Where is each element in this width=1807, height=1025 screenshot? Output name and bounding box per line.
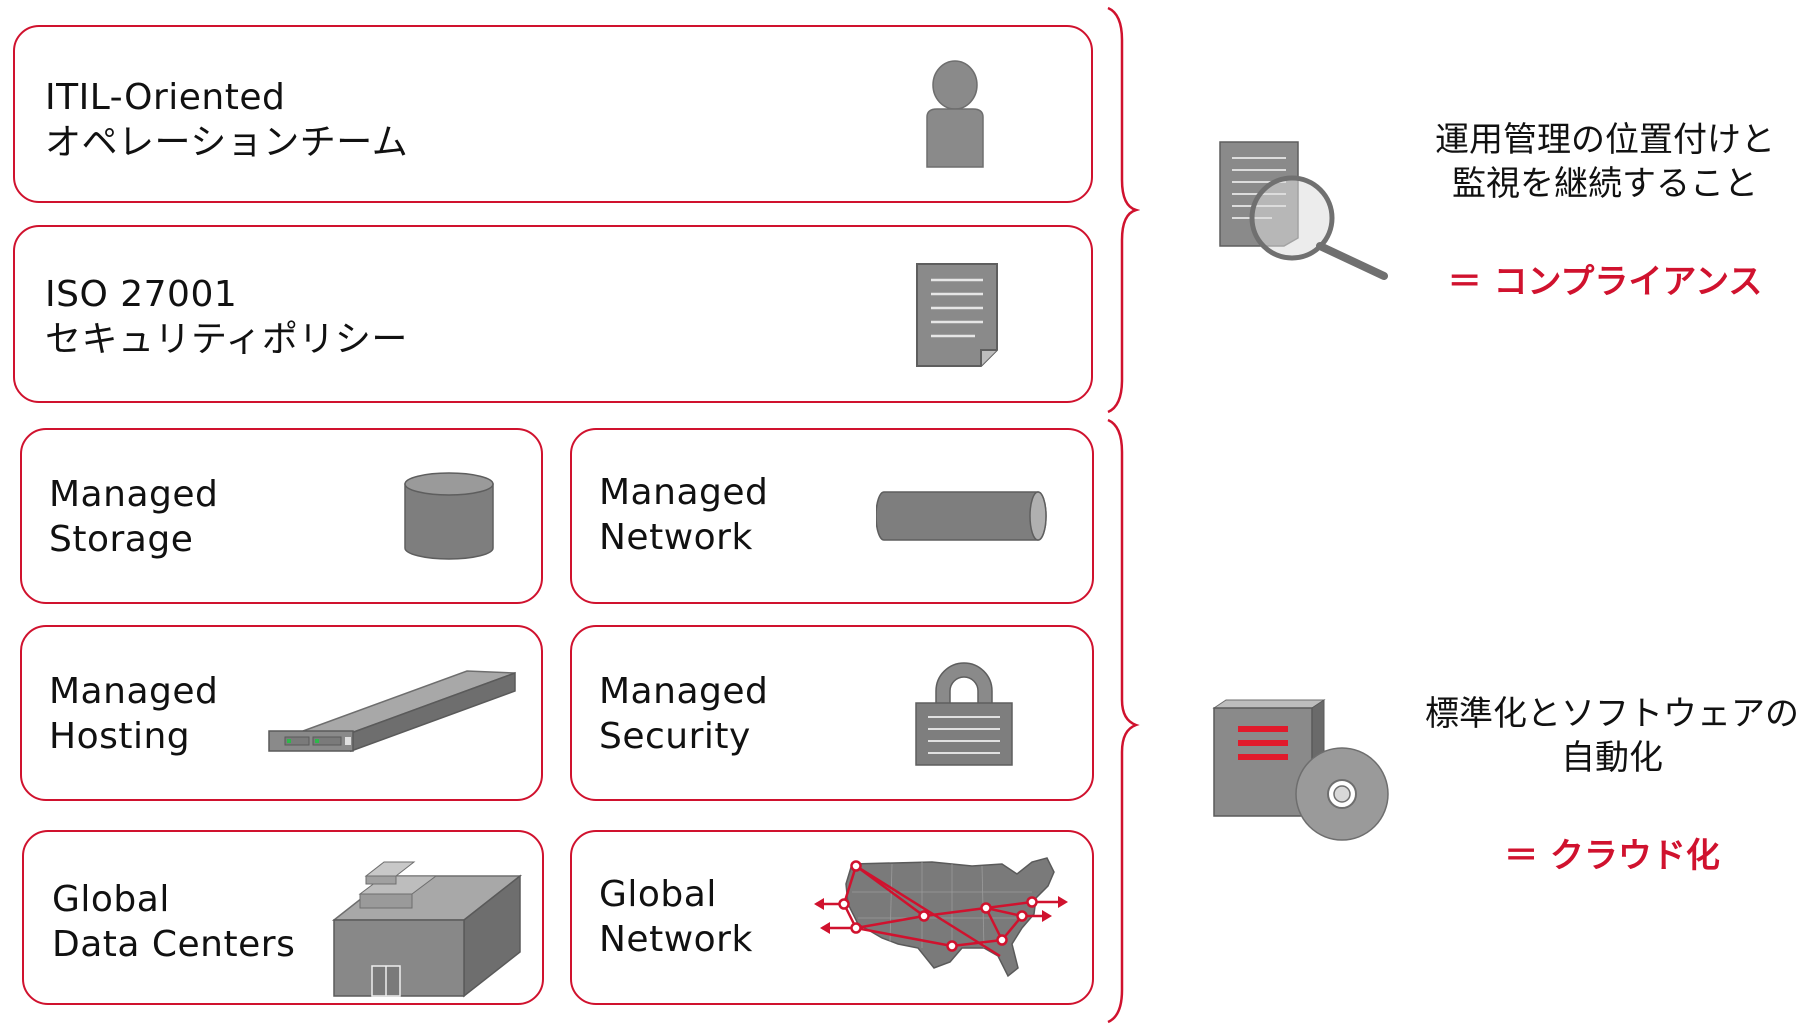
software-box-cd-icon	[1210, 698, 1390, 848]
card-managed-network: Managed Network	[570, 428, 1094, 604]
pipe-icon	[876, 490, 1048, 542]
card-label-line1: Managed	[49, 671, 219, 712]
card-label: Managed Hosting	[49, 669, 218, 759]
cloud-equals: ＝ クラウド化	[1504, 836, 1720, 876]
card-iso-security-policy: ISO 27001 セキュリティポリシー	[13, 225, 1093, 403]
card-label-line1: Global	[52, 879, 170, 920]
card-global-data-centers: Global Data Centers	[22, 830, 544, 1005]
card-managed-security: Managed Security	[570, 625, 1094, 801]
us-map-network-icon	[812, 844, 1072, 994]
card-label-line2: Storage	[49, 519, 194, 560]
card-label-line2: オペレーションチーム	[45, 122, 409, 163]
cloud-description: 標準化とソフトウェアの 自動化	[1422, 692, 1802, 780]
cloud-line2: 自動化	[1561, 738, 1663, 778]
card-label-line2: Data Centers	[52, 924, 296, 965]
card-label-line2: Hosting	[49, 716, 191, 757]
compliance-line2: 監視を継続すること	[1452, 164, 1758, 204]
card-label-line1: Managed	[49, 474, 219, 515]
card-label-line2: Network	[599, 517, 753, 558]
server-icon	[267, 667, 517, 767]
person-icon	[915, 59, 995, 169]
database-icon	[402, 472, 496, 562]
card-label-line1: ITIL-Oriented	[45, 77, 286, 118]
lock-icon	[912, 657, 1016, 769]
card-label-line1: Managed	[599, 472, 769, 513]
card-label: Managed Storage	[49, 472, 218, 562]
compliance-line1: 運用管理の位置付けと	[1435, 120, 1775, 160]
card-label: Managed Security	[599, 669, 768, 759]
card-label-line1: Managed	[599, 671, 769, 712]
card-managed-hosting: Managed Hosting	[20, 625, 543, 801]
compliance-equals: ＝ コンプライアンス	[1447, 262, 1763, 302]
card-label: ISO 27001 セキュリティポリシー	[45, 272, 408, 362]
card-label: ITIL-Oriented オペレーションチーム	[45, 75, 408, 165]
card-itil-operation-team: ITIL-Oriented オペレーションチーム	[13, 25, 1093, 203]
document-icon	[915, 262, 999, 368]
card-label: Global Data Centers	[52, 877, 295, 967]
card-global-network: Global Network	[570, 830, 1094, 1005]
card-managed-storage: Managed Storage	[20, 428, 543, 604]
card-label-line2: Network	[599, 919, 753, 960]
card-label: Global Network	[599, 872, 753, 962]
card-label-line2: Security	[599, 716, 751, 757]
card-label-line1: Global	[599, 874, 717, 915]
card-label: Managed Network	[599, 470, 768, 560]
cloud-line1: 標準化とソフトウェアの	[1425, 694, 1799, 734]
document-magnifier-icon	[1212, 138, 1392, 288]
curly-brace-compliance	[1107, 6, 1140, 1024]
compliance-description: 運用管理の位置付けと 監視を継続すること	[1410, 118, 1800, 206]
card-label-line2: セキュリティポリシー	[45, 319, 408, 360]
datacenter-icon	[332, 848, 522, 998]
card-label-line1: ISO 27001	[45, 274, 238, 315]
